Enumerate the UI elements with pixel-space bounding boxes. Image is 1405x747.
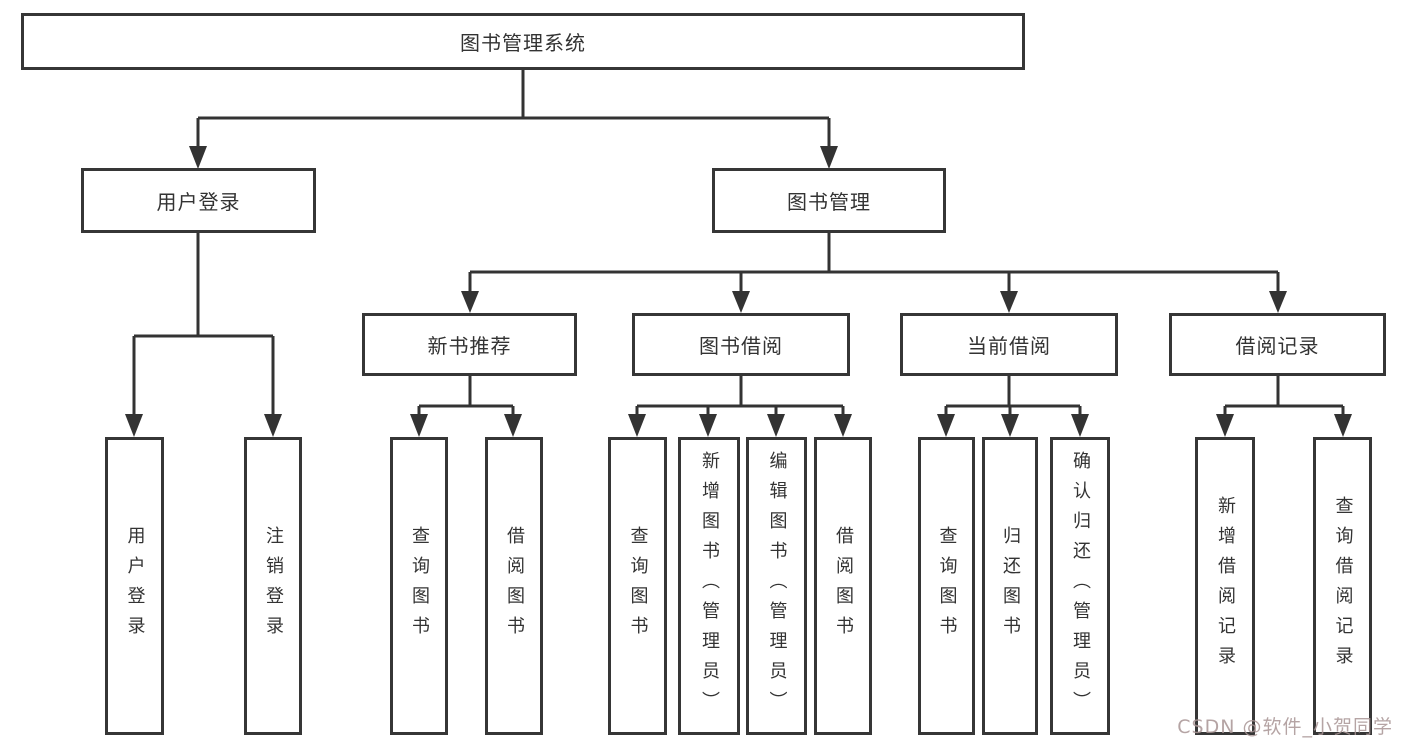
- connector-newbook-to-leaves: [410, 376, 522, 437]
- node-book-borrowing: 图书借阅: [632, 313, 850, 376]
- leaf-label: 查询借阅记录: [1332, 496, 1354, 676]
- node-current-borrowing: 当前借阅: [900, 313, 1118, 376]
- node-new-book-recommendation: 新书推荐: [362, 313, 577, 376]
- leaf-add-books-admin: 新增图书（管理员）: [678, 437, 740, 735]
- csdn-watermark: CSDN @软件_小贺同学: [1177, 716, 1393, 738]
- connector-current-to-leaves: [937, 376, 1089, 437]
- connector-login-to-leaves: [125, 233, 282, 437]
- leaf-label: 用户登录: [124, 526, 146, 646]
- leaf-borrow-books: 借阅图书: [814, 437, 872, 735]
- leaf-add-borrow-record: 新增借阅记录: [1195, 437, 1255, 735]
- connector-records-to-leaves: [1216, 376, 1352, 437]
- leaf-label: 新增借阅记录: [1215, 496, 1236, 676]
- node-user-login: 用户登录: [81, 168, 316, 233]
- leaf-label: 查询图书: [936, 526, 958, 646]
- leaf-query-books: 查询图书: [390, 437, 448, 735]
- connector-borrow-to-leaves: [628, 376, 852, 437]
- leaf-query-books: 查询图书: [918, 437, 975, 735]
- leaf-label: 查询图书: [409, 526, 430, 646]
- node-borrowing-records: 借阅记录: [1169, 313, 1386, 376]
- leaf-label: 归还图书: [1000, 526, 1021, 646]
- leaf-query-books: 查询图书: [608, 437, 667, 735]
- connector-mgmt-to-level3: [461, 233, 1287, 313]
- node-book-management: 图书管理: [712, 168, 946, 233]
- leaf-return-books: 归还图书: [982, 437, 1038, 735]
- node-library-system: 图书管理系统: [21, 13, 1025, 70]
- leaf-confirm-return-admin: 确认归还（管理员）: [1050, 437, 1110, 735]
- connector-root-to-level2: [189, 70, 838, 169]
- leaf-label: 编辑图书（管理员）: [766, 451, 788, 721]
- leaf-label: 新增图书（管理员）: [699, 451, 720, 721]
- leaf-borrow-books: 借阅图书: [485, 437, 543, 735]
- leaf-logout: 注销登录: [244, 437, 302, 735]
- leaf-user-login: 用户登录: [105, 437, 164, 735]
- leaf-edit-books-admin: 编辑图书（管理员）: [746, 437, 807, 735]
- leaf-label: 借阅图书: [833, 526, 854, 646]
- leaf-label: 确认归还（管理员）: [1070, 451, 1091, 721]
- leaf-label: 注销登录: [263, 526, 284, 646]
- leaf-query-borrow-record: 查询借阅记录: [1313, 437, 1372, 735]
- leaf-label: 借阅图书: [504, 526, 525, 646]
- leaf-label: 查询图书: [627, 526, 649, 646]
